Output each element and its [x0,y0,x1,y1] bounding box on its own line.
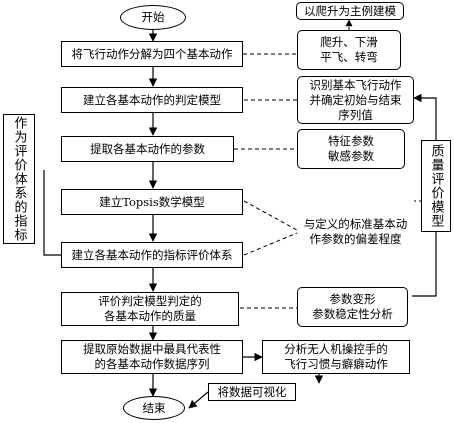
arrow-left-loop [43,170,61,256]
step-evaluate-quality: 评价判定模型判定的 各基本动作的质量 [61,292,239,326]
note-parameter-analysis: 参数变形 参数稳定性分析 [297,287,408,327]
arrow-quality-loop [412,232,437,297]
label-quality-model-side: 质量评价模型 [421,140,451,232]
note-deviation-degree: 与定义的标准基本动 作参数的偏差程度 [303,217,408,246]
dash-step5-deviation [243,232,298,256]
step-extract-sequences: 提取原始数据中最具代表性 的各基本动作数据序列 [61,340,243,374]
label-indicator-system-side: 作为评价体系的指标 [3,114,35,244]
dash-step4-deviation [243,200,298,231]
arrow-visualize-to-end [188,391,209,409]
note-climb-example: 以爬升为主例建模 [296,2,404,20]
note-identify-sequence: 识别基本飞行动作 并确定初始与结束 序列值 [297,76,414,124]
note-pilot-habits: 分析无人机操控手的 飞行习惯与癖癖动作 [262,340,410,374]
start-terminal: 开始 [120,5,186,30]
step-decompose-maneuvers: 将飞行动作分解为四个基本动作 [61,41,243,67]
step-indicator-system: 建立各基本动作的指标评价体系 [61,242,243,268]
step-topsis-model: 建立Topsis数学模型 [61,189,243,215]
step-extract-parameters: 提取各基本动作的参数 [61,136,234,162]
note-visualize-data: 将数据可视化 [208,383,296,401]
note-feature-parameters: 特征参数 敏感参数 [297,129,405,169]
note-basic-maneuvers: 爬升、下滑 平飞、转弯 [297,30,401,70]
step-judgment-model: 建立各基本动作的判定模型 [61,87,243,113]
end-terminal: 结束 [123,396,185,420]
